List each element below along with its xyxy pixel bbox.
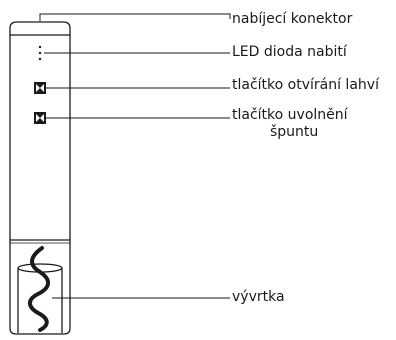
clear-tube	[17, 268, 63, 333]
open-button-icon	[34, 82, 46, 94]
leader-connector	[39, 13, 231, 21]
corkscrew-spiral-icon	[28, 246, 50, 332]
led-dots-icon	[38, 45, 42, 61]
label-open-button: tlačítko otvírání lahví	[232, 77, 379, 93]
device-outline	[9, 34, 71, 335]
callout-lines	[39, 13, 231, 299]
label-corkscrew: vývrtka	[232, 289, 285, 305]
device-body	[9, 21, 71, 335]
label-charging-connector: nabíjecí konektor	[232, 11, 353, 27]
charging-connector-cap	[9, 21, 71, 35]
label-release-line2: špuntu	[270, 124, 319, 140]
label-release-line1: tlačítko uvolnění	[232, 107, 348, 123]
label-led-indicator: LED dioda nabití	[232, 44, 347, 60]
release-button-icon	[34, 112, 46, 124]
label-release-button: tlačítko uvolnění špuntu	[232, 107, 348, 141]
